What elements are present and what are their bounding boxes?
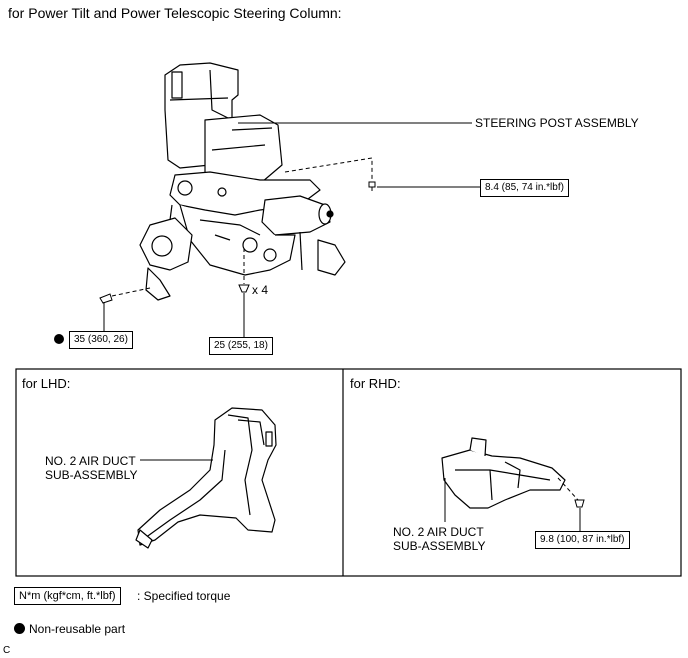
bolt-left-dash: [111, 287, 151, 297]
torque-top-box: 8.4 (85, 74 in.*lbf): [480, 179, 569, 197]
bolt-top-dash: [284, 157, 373, 182]
legend-dot-icon: [14, 623, 25, 634]
rhd-part-label-line2: SUB-ASSEMBLY: [393, 539, 486, 553]
bolt-bottom-icon: [238, 284, 250, 293]
lhd-part-label-line2: SUB-ASSEMBLY: [45, 468, 138, 482]
legend-torque-unit-box: N*m (kgf*cm, ft.*lbf): [14, 587, 121, 605]
bolt-left-icon: [99, 293, 113, 304]
panels-frame: [15, 368, 682, 577]
torque-bottom-box: 25 (255, 18): [209, 337, 273, 355]
rhd-air-duct-drawing: [441, 437, 566, 509]
lhd-air-duct-drawing: [135, 407, 277, 549]
diagram-title: for Power Tilt and Power Telescopic Stee…: [8, 5, 342, 21]
legend-non-reusable: Non-reusable part: [29, 622, 126, 636]
rhd-bolt-icon: [574, 499, 585, 508]
rhd-torque-box: 9.8 (100, 87 in.*lbf): [535, 531, 630, 549]
rhd-part-label-line1: NO. 2 AIR DUCT: [393, 525, 484, 539]
steering-post-label: STEERING POST ASSEMBLY: [475, 116, 639, 130]
non-reusable-dot-icon: [54, 334, 64, 344]
torque-left-box: 35 (360, 26): [69, 331, 133, 349]
lhd-part-label-line1: NO. 2 AIR DUCT: [45, 454, 136, 468]
bolt-top-icon: [368, 181, 376, 191]
lhd-panel-title: for LHD:: [22, 376, 71, 391]
rhd-bolt-dash: [557, 477, 579, 501]
corner-code: C: [3, 645, 11, 656]
steering-column-drawing: [139, 62, 346, 301]
legend-torque-desc: : Specified torque: [137, 589, 231, 603]
qty-label: x 4: [252, 283, 269, 297]
rhd-panel-title: for RHD:: [350, 376, 401, 391]
